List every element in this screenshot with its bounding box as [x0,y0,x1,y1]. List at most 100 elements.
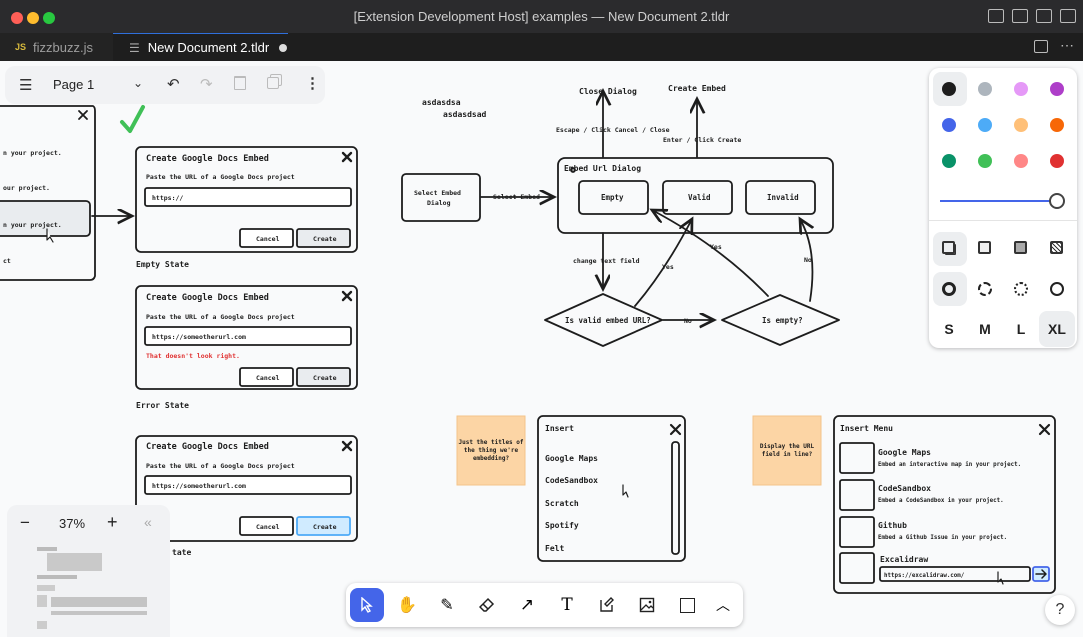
help-button[interactable]: ? [1045,595,1075,625]
dialog-2-cancel-label[interactable]: Cancel [256,374,280,382]
color-swatch-light-green[interactable] [978,154,992,168]
tldraw-canvas[interactable]: n your project. our project. n your proj… [0,61,1083,637]
trash-icon[interactable] [234,76,246,90]
dialog-2-close-icon [341,290,353,302]
toggle-secondary-sidebar-icon[interactable] [1036,9,1052,23]
text-tool-button[interactable]: T [561,595,573,615]
fill-none-icon[interactable] [942,241,955,254]
dash-draw-icon[interactable] [942,282,956,296]
color-swatch-blue[interactable] [942,118,956,132]
color-swatch-light-blue[interactable] [978,118,992,132]
customize-layout-icon[interactable] [1060,9,1076,23]
size-l-button[interactable]: L [1016,321,1026,337]
insert-item-google-maps[interactable]: Google Maps [545,454,598,463]
more-tools-button[interactable]: ︿ [716,597,730,613]
minimap-shape [51,611,147,615]
fill-pattern-icon[interactable] [1050,241,1063,254]
dialog-3-cancel-label[interactable]: Cancel [256,523,280,531]
color-swatch-light-violet[interactable] [1014,82,1028,96]
insert-item-scratch[interactable]: Scratch [545,499,579,508]
zoom-level[interactable]: 37% [59,516,86,531]
select-tool-button[interactable] [350,588,384,622]
dialog-3-value[interactable]: https://someotherurl.com [152,482,246,490]
zoom-in-button[interactable]: + [107,512,118,532]
tab-new-document[interactable]: ☰ New Document 2.tldr [113,33,288,61]
insert-item-spotify[interactable]: Spotify [545,520,579,530]
close-dialog-label: Close Dialog [579,86,637,96]
insert-menu-item-3-desc: Embed a Github Issue in your project. [878,534,1007,541]
color-swatch-violet[interactable] [1050,82,1064,96]
insert-menu-item-1-name[interactable]: Google Maps [878,448,931,457]
more-actions-icon[interactable]: ⋯ [1060,37,1074,53]
left-dialog-line-4: ct [3,257,11,265]
toggle-panel-icon[interactable] [1012,9,1028,23]
color-swatch-orange[interactable] [1050,118,1064,132]
dialog-3-cancel [239,516,294,536]
dialog-1-cancel-label[interactable]: Cancel [256,235,280,243]
color-swatch-grey[interactable] [978,82,992,96]
insert-menu-item-4-name[interactable]: Excalidraw [880,554,928,564]
toggle-sidebar-icon[interactable] [988,9,1004,23]
eraser-tool-button[interactable] [470,588,504,622]
undo-icon[interactable]: ↶ [167,76,180,93]
chevron-down-icon[interactable]: ⌄ [133,76,144,90]
color-swatch-light-red[interactable] [1014,154,1028,168]
tab-fizzbuzz[interactable]: JS fizzbuzz.js [0,33,113,61]
dialog-3-create-label[interactable]: Create [313,523,337,531]
dialog-2-create-label[interactable]: Create [313,374,337,382]
canvas-text-2: asdasdsad [443,110,487,119]
insert-menu-item-2-name[interactable]: CodeSandbox [878,484,931,493]
duplicate-icon[interactable] [267,77,279,89]
diamond-valid-label: Is valid embed URL? [565,316,651,325]
insert-menu-url[interactable]: https://excalidraw.com/ [884,573,965,579]
color-swatch-green[interactable] [942,154,956,168]
insert-item-felt[interactable]: Felt [545,544,564,553]
insert-item-codesandbox[interactable]: CodeSandbox [545,476,598,485]
canvas-drawing[interactable]: n your project. our project. n your proj… [0,61,1083,637]
minimap[interactable] [7,539,170,637]
size-m-button[interactable]: M [979,321,991,337]
opacity-slider-thumb[interactable] [1049,193,1065,209]
unsaved-dot-icon[interactable] [279,43,288,52]
split-editor-icon[interactable] [1034,40,1048,53]
color-swatch-red[interactable] [1050,154,1064,168]
panel-divider [929,220,1077,221]
page-selector[interactable]: Page 1 [53,77,95,92]
zoom-out-button[interactable]: − [20,513,30,532]
dialog-2-value[interactable]: https://someotherurl.com [152,333,246,341]
insert-menu-thumb-2 [839,479,875,511]
rectangle-tool-button[interactable] [670,588,704,622]
valid-box [662,180,733,215]
size-xl-button[interactable]: XL [1039,311,1075,347]
note-tool-button[interactable] [590,588,624,622]
maximize-window-button[interactable] [43,12,55,24]
dialog-1-create-label[interactable]: Create [313,235,337,243]
dash-dotted-icon[interactable] [1014,282,1028,296]
dialog-1-value[interactable]: https:// [152,194,183,202]
color-swatch-black[interactable] [942,82,956,96]
style-panel: S M L XL [929,68,1077,348]
image-tool-button[interactable] [630,588,664,622]
insert-menu-item-3-name[interactable]: Github [878,520,907,530]
size-s-button[interactable]: S [944,321,954,337]
arrow-tool-button[interactable]: ↗ [519,595,535,614]
more-menu-icon[interactable]: ⋮ [305,75,320,92]
hamburger-menu-icon[interactable]: ☰ [19,77,33,94]
redo-icon[interactable]: ↷ [200,76,213,93]
minimize-window-button[interactable] [27,12,39,24]
dash-solid-icon[interactable] [1050,282,1064,296]
fill-solid-icon[interactable] [1014,241,1027,254]
draw-tool-button[interactable]: ✎ [440,597,454,614]
dialog-1-title: Create Google Docs Embed [146,154,269,164]
fill-semi-icon[interactable] [978,241,991,254]
left-dialog-outline [0,105,96,281]
dash-dashed-icon[interactable] [978,282,992,296]
escape-label: Escape / Click Cancel / Close [556,126,670,134]
color-swatch-yellow[interactable] [1014,118,1028,132]
embed-url-group-title: Embed Url Dialog [564,163,641,173]
opacity-slider-track[interactable] [940,200,1058,202]
hand-tool-button[interactable]: ✋ [397,597,417,614]
collapse-minimap-button[interactable]: « [144,514,152,530]
close-window-button[interactable] [11,12,23,24]
